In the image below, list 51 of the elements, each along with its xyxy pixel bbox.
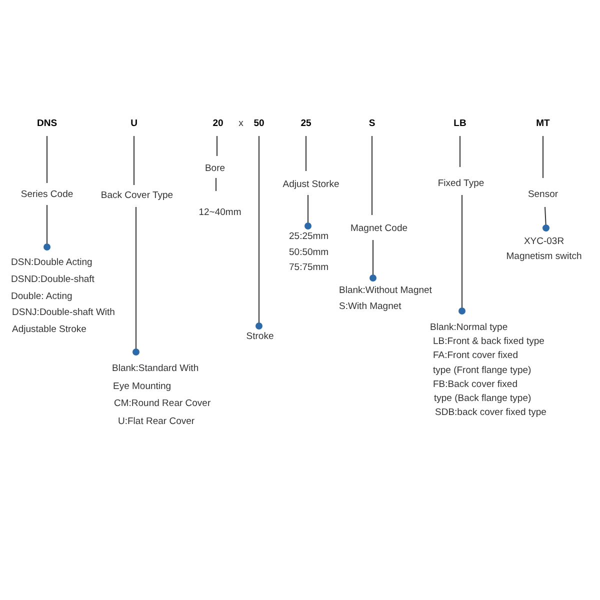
field-label: Sensor: [528, 189, 558, 201]
option-text: XYC-03R: [524, 235, 564, 249]
option-text: DSN:Double Acting: [11, 256, 92, 270]
range-text: 12~40mm: [198, 207, 242, 219]
model-code: U: [130, 118, 138, 130]
connector-line: [44, 204, 50, 250]
option-text: 25:25mm: [289, 230, 329, 244]
field-label: Bore: [204, 163, 226, 175]
field-label: Magnet Code: [350, 223, 408, 235]
option-text: DSND:Double-shaft: [11, 272, 94, 287]
field-label: Back Cover Type: [100, 190, 174, 202]
separator-text: x: [238, 118, 244, 130]
option-text: type (Back flange type): [434, 392, 532, 406]
option-text: S:With Magnet: [339, 300, 402, 314]
option-text: type (Front flange type): [433, 364, 532, 378]
option-text: FA:Front cover fixed: [433, 349, 518, 364]
connector-line: [304, 194, 312, 230]
field-label: Stroke: [246, 331, 274, 343]
model-code: 25: [300, 118, 312, 130]
connector-line: [216, 136, 218, 156]
option-text: Eye Mounting: [113, 380, 172, 394]
model-code: 50: [254, 118, 264, 130]
option-text: Double: Acting: [11, 290, 72, 304]
field-label: Adjust Storke: [282, 179, 340, 191]
option-text: SDB:back cover fixed type: [435, 406, 546, 420]
connector-line: [458, 194, 466, 314]
option-text: Blank:Standard With: [112, 362, 199, 376]
option-text: 50:50mm: [289, 246, 329, 260]
model-code: LB: [454, 118, 466, 130]
option-text: FB:Back cover fixed: [433, 378, 518, 392]
connector-line: [256, 136, 262, 330]
connector-line: [46, 136, 48, 184]
option-text: Blank:Normal type: [430, 321, 508, 335]
model-code: DNS: [36, 118, 58, 130]
option-text: Blank:Without Magnet: [339, 284, 432, 298]
option-text: U:Flat Rear Cover: [118, 415, 195, 430]
connector-line: [132, 206, 140, 356]
model-code: MT: [536, 118, 550, 130]
model-code: S: [368, 118, 376, 130]
connector-line: [370, 240, 376, 282]
field-label: Series Code: [20, 189, 74, 201]
option-text: DSNJ:Double-shaft With: [12, 306, 115, 320]
connector-line: [542, 206, 550, 232]
field-label: Fixed Type: [438, 178, 484, 190]
option-text: 75:75mm: [289, 261, 329, 275]
connector-line: [542, 136, 544, 178]
option-text: CM:Round Rear Cover: [114, 397, 211, 412]
option-text: LB:Front & back fixed type: [433, 335, 544, 350]
model-code: 20: [212, 118, 224, 130]
option-text: Adjustable Stroke: [12, 323, 86, 338]
option-text: Magnetism switch: [506, 250, 582, 264]
